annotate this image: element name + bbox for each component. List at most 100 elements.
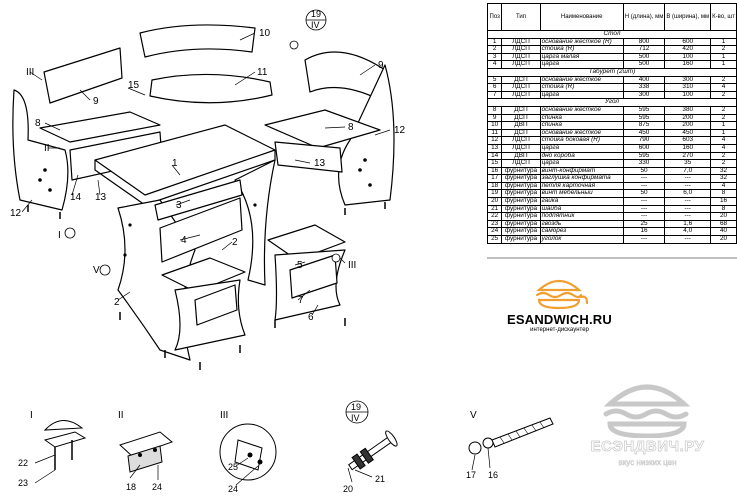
callout-8-left: 8 bbox=[35, 118, 41, 129]
callout-2-right: 2 bbox=[232, 237, 238, 248]
part-12-right-stand bbox=[337, 64, 395, 206]
cell-qty: 2 bbox=[710, 90, 737, 100]
callout-view-V: V bbox=[93, 265, 100, 276]
cell-pos: 7 bbox=[486, 90, 503, 100]
callout-10: 10 bbox=[259, 28, 271, 39]
detail-label-16: 16 bbox=[488, 470, 498, 480]
detail-label-18: 18 bbox=[126, 482, 136, 492]
parts-table-header: Поз Тип Наименование H (длина), мм B (ши… bbox=[486, 3, 737, 31]
detail-label-25: 25 bbox=[228, 462, 238, 472]
table-group-row: Табурет (2шт) bbox=[487, 67, 737, 77]
callout-9-left: 9 bbox=[93, 96, 99, 107]
col-length: H (длина), мм bbox=[622, 3, 666, 31]
cell-qty: 20 bbox=[710, 235, 737, 244]
brand-subtitle: интернет-дискаунтер bbox=[530, 327, 589, 333]
callout-6: 6 bbox=[308, 312, 314, 323]
cell-length: 595 bbox=[622, 105, 666, 115]
part-10-back-panel bbox=[139, 24, 256, 58]
part-9-left-back bbox=[43, 47, 123, 104]
callout-8-right: 8 bbox=[348, 122, 354, 133]
burger-icon bbox=[535, 279, 589, 310]
callout-15: 15 bbox=[128, 80, 140, 91]
cell-width: 380 bbox=[664, 105, 712, 115]
part-8-left-seat bbox=[39, 111, 161, 143]
cell-width: 100 bbox=[664, 90, 712, 100]
detail-label-22: 22 bbox=[18, 458, 28, 468]
detail-IV-title: IV bbox=[351, 413, 360, 423]
cell-name: основание жесткое bbox=[539, 105, 624, 115]
cell-qty: 1 bbox=[710, 60, 737, 69]
part-3-small-apron bbox=[154, 179, 243, 221]
col-name: Наименование bbox=[539, 3, 624, 31]
part-11-corner-seat bbox=[149, 73, 273, 104]
cell-type: ДСП bbox=[501, 105, 541, 115]
callout-4: 4 bbox=[181, 235, 187, 246]
part-8-right-seat bbox=[264, 109, 381, 149]
cell-qty: 4 bbox=[710, 143, 737, 153]
callout-view-IV: IV bbox=[311, 20, 320, 30]
callout-12-left: 12 bbox=[10, 208, 22, 219]
col-pos: Поз bbox=[486, 3, 503, 31]
cell-name: уголок bbox=[539, 235, 624, 244]
detail-III-title: III bbox=[220, 410, 228, 421]
group-title: Табурет (2шт) bbox=[487, 67, 737, 77]
detail-label-21: 21 bbox=[375, 474, 385, 484]
watermark-logo: ЕСЭНДВИЧ.РУ вкус низких цен bbox=[560, 372, 735, 472]
part-4-apron bbox=[159, 197, 243, 263]
cell-qty: 2 bbox=[710, 105, 737, 115]
cell-width: 160 bbox=[664, 143, 712, 153]
cell-type: фурнитура bbox=[501, 235, 541, 244]
callout-19: 19 bbox=[311, 9, 321, 19]
brand-name: ESANDWICH.RU bbox=[507, 312, 612, 327]
cell-pos: 25 bbox=[486, 235, 503, 244]
detail-label-24-II: 24 bbox=[152, 482, 162, 492]
cell-length: 600 bbox=[622, 143, 666, 153]
table-group-row: Стол bbox=[487, 30, 737, 39]
cell-length: --- bbox=[622, 235, 666, 244]
part-7-stool-apron bbox=[289, 254, 338, 299]
callout-3: 3 bbox=[176, 200, 182, 211]
cell-type: ЛДСП bbox=[501, 143, 541, 153]
cell-width: --- bbox=[664, 235, 712, 244]
callout-2-left: 2 bbox=[114, 297, 120, 308]
detail-label-17: 17 bbox=[466, 470, 476, 480]
col-type: Тип bbox=[501, 3, 541, 31]
watermark-name: ЕСЭНДВИЧ.РУ bbox=[590, 438, 705, 456]
group-title: Стол bbox=[487, 30, 737, 39]
brand-logo: ESANDWICH.RU интернет-дискаунтер bbox=[487, 270, 632, 350]
callout-view-II: II bbox=[44, 143, 50, 154]
part-12-left-stand bbox=[12, 89, 69, 211]
cell-name: царга bbox=[539, 143, 624, 153]
callout-view-III-right: III bbox=[348, 260, 356, 271]
detail-label-24-III: 24 bbox=[228, 484, 238, 494]
detail-I-title: I bbox=[30, 410, 33, 421]
parts-table: Поз Тип Наименование H (длина), мм B (ши… bbox=[486, 3, 737, 244]
part-5-stool-seat-left bbox=[161, 257, 246, 293]
watermark-burger-icon bbox=[603, 384, 691, 439]
cell-type: ЛДСП bbox=[501, 60, 541, 69]
detail-II-title: II bbox=[118, 410, 124, 421]
callout-14: 14 bbox=[70, 192, 82, 203]
callout-13-right: 13 bbox=[314, 158, 326, 169]
callout-12-right: 12 bbox=[394, 125, 406, 136]
cell-pos: 8 bbox=[486, 105, 503, 115]
callout-5: 5 bbox=[297, 260, 303, 271]
callout-9-right: 9 bbox=[378, 60, 384, 71]
callout-view-III-left: III bbox=[26, 67, 34, 78]
detail-V-title: V bbox=[470, 410, 477, 421]
cell-type: ЛДСП bbox=[501, 90, 541, 100]
callout-view-I: I bbox=[58, 230, 61, 241]
part-5-stool-seat-right bbox=[267, 224, 346, 261]
cell-length: 300 bbox=[622, 90, 666, 100]
callout-7: 7 bbox=[298, 295, 304, 306]
